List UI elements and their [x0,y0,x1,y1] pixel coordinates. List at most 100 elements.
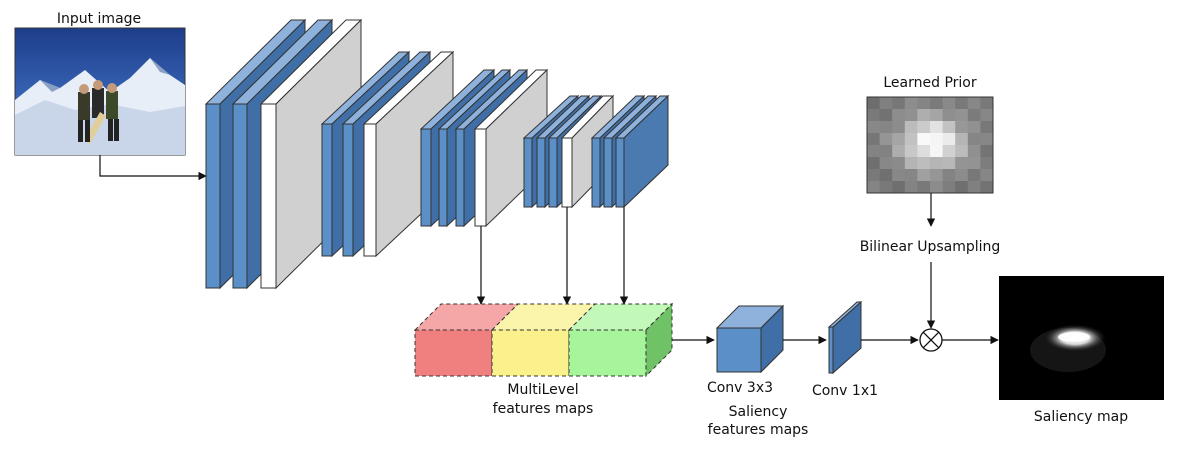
prior-cell [879,169,893,182]
prior-cell [917,145,931,158]
prior-cell [917,109,931,122]
conv-block-2 [320,50,455,258]
prior-cell [980,121,994,134]
prior-cell [879,121,893,134]
prior-cell [917,181,931,194]
learned-prior-image [866,96,994,194]
prior-cell [967,97,981,110]
multilevel-label-1: MultiLevel [507,382,578,398]
prior-cell [942,169,956,182]
prior-cell [930,97,944,110]
prior-cell [892,97,906,110]
prior-cell [879,109,893,122]
learned-prior-label: Learned Prior [883,75,976,91]
prior-cell [904,181,918,194]
prior-cell [955,97,969,110]
prior-cell [867,109,881,122]
prior-cell [942,133,956,146]
prior-cell [967,169,981,182]
prior-cell [955,121,969,134]
conv3x3-cube [715,304,785,374]
prior-cell [904,157,918,170]
prior-cell [942,109,956,122]
prior-cell [955,145,969,158]
input-image [14,27,186,156]
prior-cell [967,145,981,158]
prior-cell [892,181,906,194]
prior-cell [867,169,881,182]
prior-cell [904,109,918,122]
prior-border [866,96,994,194]
prior-cell [955,169,969,182]
prior-cell [904,97,918,110]
prior-cell [930,157,944,170]
prior-cell [904,133,918,146]
saliency-features-label-2: features maps [708,422,809,438]
prior-cell [892,109,906,122]
prior-cell [980,97,994,110]
prior-cell [955,133,969,146]
prior-cell [942,121,956,134]
prior-cell [955,181,969,194]
prior-cell [967,181,981,194]
prior-cell [955,157,969,170]
prior-cell [904,169,918,182]
prior-cell [867,145,881,158]
bilinear-upsampling-label: Bilinear Upsampling [860,239,1001,255]
prior-cell [967,109,981,122]
prior-cell [930,121,944,134]
prior-cell [892,157,906,170]
conv3x3-label: Conv 3x3 [707,380,773,396]
prior-cell [867,181,881,194]
prior-cell [942,181,956,194]
prior-cell [879,145,893,158]
prior-cell [980,133,994,146]
prior-cell [967,157,981,170]
prior-cell [942,145,956,158]
prior-cell [917,133,931,146]
saliency-map-image [999,276,1164,400]
prior-cell [980,157,994,170]
prior-cell [917,169,931,182]
prior-cell [930,133,944,146]
prior-cell [879,97,893,110]
prior-cell [980,169,994,182]
prior-cell [930,145,944,158]
prior-cell [904,121,918,134]
prior-cell [980,181,994,194]
conv-block-4 [522,94,615,209]
prior-cell [930,181,944,194]
prior-cell [955,109,969,122]
prior-cell [892,169,906,182]
prior-cell [917,157,931,170]
prior-cell [942,97,956,110]
prior-cell [879,181,893,194]
multilevel-features-maps [413,302,674,378]
saliency-features-label-1: Saliency [729,404,788,420]
circled-times-icon [919,328,943,352]
prior-cell [917,121,931,134]
prior-cell [967,121,981,134]
prior-cell [867,157,881,170]
multilevel-label-2: features maps [493,401,594,417]
prior-cell [980,145,994,158]
input-arrow [99,155,207,181]
prior-cell [892,145,906,158]
prior-cell [879,133,893,146]
prior-cell [967,133,981,146]
prior-cell [879,157,893,170]
prior-cell [867,133,881,146]
conv1x1-label: Conv 1x1 [812,383,878,399]
prior-cell [892,121,906,134]
prior-cell [917,97,931,110]
input-image-label: Input image [57,11,141,27]
conv-block-5 [590,94,670,209]
prior-cell [930,169,944,182]
conv-block-3 [419,68,549,228]
prior-cell [892,133,906,146]
prior-cell [867,121,881,134]
conv1x1-slab [827,300,863,375]
prior-cell [867,97,881,110]
saliency-map-label: Saliency map [1034,409,1128,425]
